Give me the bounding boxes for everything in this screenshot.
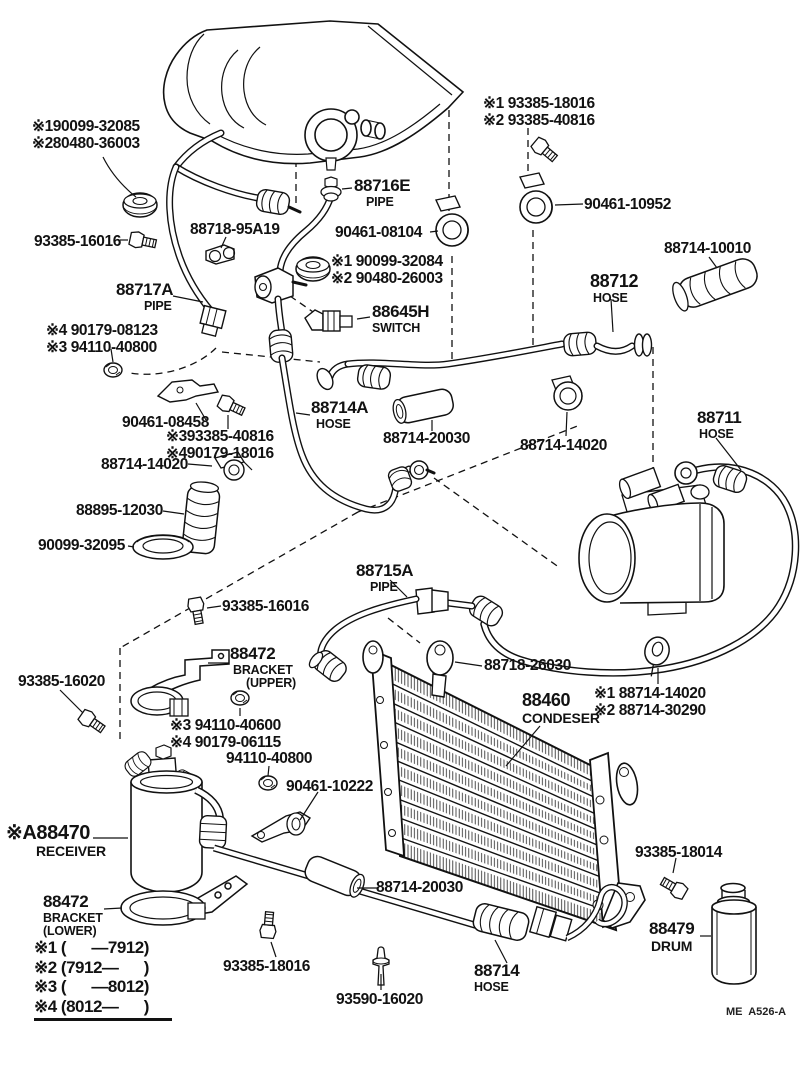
label-cover-12030: 88895-12030 [76, 502, 163, 519]
label-clip-93590: 93590-16020 [336, 991, 423, 1008]
label-bracket-lower: 88472 BRACKET (LOWER) [43, 892, 103, 939]
legend-row-3: ※3 ( —8012) [34, 977, 149, 996]
label-bolt-16016-a: 93385-16016 [34, 233, 121, 250]
bracket-lower-drawing [120, 875, 249, 926]
suction-hose-88711-drawing [308, 461, 796, 686]
label-bracket-upper: 88472 BRACKET (UPPER) [230, 644, 296, 691]
label-clamp-95a19: 88718-95A19 [190, 221, 280, 238]
label-fasteners-40600: ※3 94110-40600※4 90179-06115 [170, 717, 281, 752]
label-bolt-18016-b: 93385-18016 [223, 958, 310, 975]
compressor-drawing [578, 466, 725, 616]
bracket-upper-drawing [130, 649, 230, 717]
label-cover-20030-a: 88714-20030 [383, 430, 470, 447]
small-parts-drawing [76, 135, 758, 986]
label-clamps-14020: ※1 88714-14020※2 88714-30290 [594, 685, 706, 720]
label-bolt-16016-b: 93385-16016 [222, 598, 309, 615]
label-grommets-32084: ※1 90099-32084※2 90480-26003 [331, 253, 443, 288]
label-fasteners-40816: ※393385-40816※490179-18016 [166, 428, 274, 463]
figure-code: ME A526-A [726, 1006, 787, 1018]
label-bolt-16020: 93385-16020 [18, 673, 105, 690]
legend-row-1: ※1 ( —7912) [34, 938, 149, 957]
label-leader-lines [59, 156, 742, 990]
receiver-drier-drawing [121, 744, 478, 926]
label-clamp-08104: 90461-08104 [335, 224, 422, 241]
label-clamp-10952: 90461-10952 [584, 196, 671, 213]
label-fasteners-08123: ※4 90179-08123※3 94110-40800 [46, 322, 158, 357]
legend-underline [34, 1018, 172, 1021]
label-cover-20030-b: 88714-20030 [376, 879, 463, 896]
pipes-drawing [170, 133, 653, 510]
label-bracket-10222: 90461-10222 [286, 778, 373, 795]
label-clamp-14020-b: 88714-14020 [520, 437, 607, 454]
label-nut-40800: 94110-40800 [226, 750, 313, 767]
label-bolts-18016: ※1 93385-18016※2 93385-40816 [483, 95, 595, 130]
label-clamp-14020-a: 88714-14020 [101, 456, 188, 473]
label-bolt-18014: 93385-18014 [635, 844, 722, 861]
label-condenser: 88460 CONDESER [522, 690, 600, 726]
condenser-drawing [362, 640, 646, 932]
refrigerant-drum-drawing [711, 882, 757, 985]
label-cap-32095: 90099-32095 [38, 537, 125, 554]
label-grommets-evap: ※190099-32085※280480-36003 [32, 118, 140, 153]
label-cover-10010: 88714-10010 [664, 240, 751, 257]
evaporator-unit-drawing [162, 20, 465, 171]
label-clamp-26030: 88718-26030 [484, 657, 571, 674]
label-receiver: ※A88470 RECEIVER [6, 822, 106, 859]
label-bracket-08458: 90461-08458 [122, 414, 209, 431]
legend-row-2: ※2 (7912— ) [34, 957, 149, 977]
applicability-legend: ※1 ( —7912) ※2 (7912— ) ※3 ( —8012) ※4 (… [34, 938, 172, 1021]
legend-row-4: ※4 (8012— ) [34, 996, 149, 1016]
hose-88714-drawing [472, 887, 624, 942]
